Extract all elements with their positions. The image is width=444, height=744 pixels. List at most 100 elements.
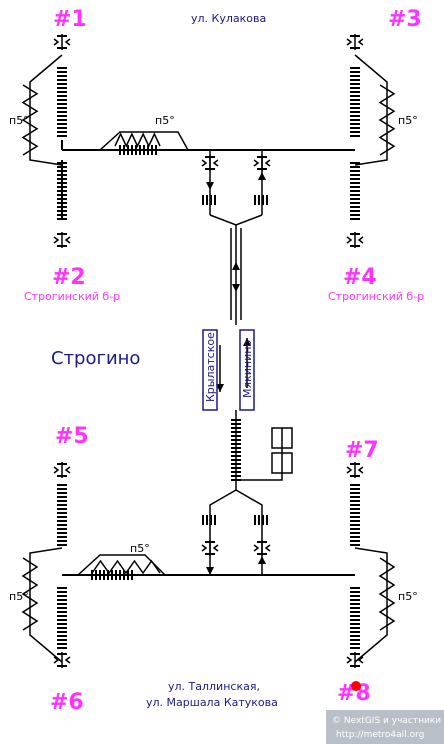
stairs: [57, 67, 360, 649]
street-bottom-2: ул. Маршала Катукова: [146, 696, 278, 709]
exit-5-ramp: [21, 557, 39, 631]
street-top: ул. Кулакова: [191, 12, 266, 25]
exit-1-gate: [53, 34, 71, 50]
gate-chevron: [357, 466, 364, 474]
location-marker: [351, 681, 361, 691]
top-right-stair: [254, 195, 268, 205]
exit-4-gate: [346, 232, 364, 248]
exit-5-label: #5: [55, 424, 89, 449]
gate-chevron: [253, 159, 260, 167]
gate-chevron: [64, 656, 71, 664]
ramp-label-3: п5°: [398, 114, 418, 127]
exit-3-ramp: [378, 84, 396, 156]
turnstiles: [53, 34, 364, 668]
gate-chevron: [357, 236, 364, 244]
exit-6-gate: [53, 652, 71, 668]
bottom-center-stair: [91, 570, 133, 580]
exit-1-ramp: [21, 84, 39, 156]
gate-chevron: [53, 38, 60, 46]
top-center-ramp: [114, 132, 161, 148]
exit-5-gate: [53, 462, 71, 478]
bottom-lift-line: [236, 428, 283, 481]
top-turnstile-left: [201, 155, 219, 171]
exit-4-label: #4: [343, 265, 377, 290]
escalator-arrow-up: [232, 262, 240, 270]
copyright-line-2: http://metro4all.org: [336, 730, 424, 740]
exit-8-stair: [350, 587, 360, 649]
corridors: [29, 54, 388, 663]
platform-krylatskoe-label: Крылатское: [204, 332, 217, 402]
top-arrow-down: [206, 182, 214, 190]
exit-4-stair: [350, 162, 360, 220]
gate-chevron: [346, 656, 353, 664]
exit-6-label: #6: [50, 690, 84, 715]
gate-chevron: [64, 466, 71, 474]
exit-6-stair: [57, 587, 67, 649]
gate-chevron: [253, 544, 260, 552]
top-left-stair: [202, 195, 216, 205]
platform-right-arrow: [243, 338, 251, 346]
exit-7-ramp-frame: [354, 547, 388, 663]
arrows: [206, 172, 266, 575]
bottom-center-ramp: [91, 559, 161, 575]
exit-2-gate: [53, 232, 71, 248]
gate-chevron: [357, 656, 364, 664]
gate-chevron: [346, 466, 353, 474]
station-name: Строгино: [51, 348, 140, 369]
exit-3-gate: [346, 34, 364, 50]
gate-chevron: [53, 466, 60, 474]
gate-chevron: [53, 656, 60, 664]
exit-2-label: #2: [52, 265, 86, 290]
bottom-arrow-up: [258, 556, 266, 564]
ramp-label-5: п5°: [9, 590, 29, 603]
ramp-label-6: п5°: [398, 590, 418, 603]
exit-2-street: Строгинский б-р: [24, 290, 120, 303]
lift-box-1: [271, 427, 293, 449]
copyright-box: [326, 710, 444, 744]
street-bottom-1: ул. Таллинская,: [168, 680, 260, 693]
top-arrow-up: [258, 172, 266, 180]
bottom-turnstile-left: [201, 540, 219, 556]
gate-chevron: [201, 544, 208, 552]
gate-chevron: [53, 236, 60, 244]
platform-myakinino-label: Мякинино: [241, 340, 254, 398]
top-turnstile-right: [253, 155, 271, 171]
gate-chevron: [264, 544, 271, 552]
top-merge: [209, 214, 263, 226]
ramp-label-1: п5°: [9, 114, 29, 127]
copyright-line-1: © NextGIS и участники: [332, 716, 441, 726]
gate-chevron: [346, 236, 353, 244]
bottom-arrow-down: [206, 567, 214, 575]
gate-chevron: [357, 38, 364, 46]
exit-7-stair: [350, 484, 360, 546]
ramp-label-2: п5°: [155, 114, 175, 127]
escalator-arrow-down: [232, 284, 240, 292]
gate-chevron: [64, 38, 71, 46]
gate-chevron: [212, 544, 219, 552]
exit-1-ramp-frame: [29, 54, 63, 166]
platform-myakinino-box: [239, 329, 255, 411]
exit-7-label: #7: [345, 438, 379, 463]
ramp-label-4: п5°: [130, 542, 150, 555]
top-center-stair: [119, 145, 157, 155]
bottom-right-branch: [235, 489, 263, 575]
gate-chevron: [201, 159, 208, 167]
top-center-ramp-frame: [99, 131, 189, 151]
bottom-turnstile-right: [253, 540, 271, 556]
exit-7-ramp: [378, 557, 396, 631]
exit-5-ramp-frame: [29, 547, 63, 663]
bottom-escalator-stair: [231, 419, 241, 481]
ramps: [21, 84, 396, 631]
exit-2-stair: [57, 162, 67, 220]
platform-left-arrow: [216, 384, 224, 392]
exit-3-stair: [350, 67, 360, 137]
bottom-left-stair: [202, 515, 216, 525]
exit-8-gate: [346, 652, 364, 668]
gate-chevron: [64, 236, 71, 244]
exit-3-label: #3: [388, 7, 422, 32]
exit-5-stair: [57, 484, 67, 546]
gate-chevron: [264, 159, 271, 167]
exit-1-stair: [57, 67, 67, 137]
exit-4-street: Строгинский б-р: [328, 290, 424, 303]
